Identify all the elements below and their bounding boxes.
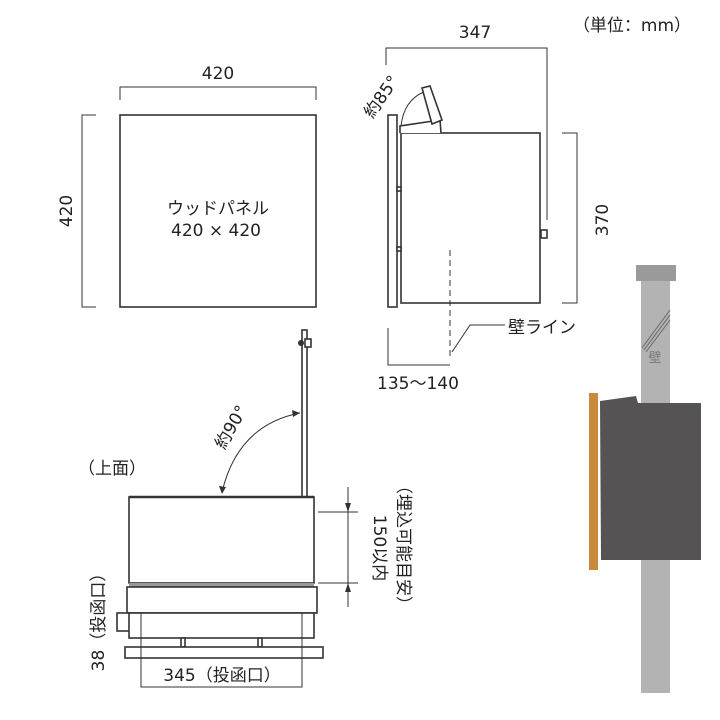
knob <box>298 340 304 346</box>
spacer <box>180 637 186 648</box>
side-panel <box>387 114 398 308</box>
mailbox-body <box>600 396 701 560</box>
wall-offset-dim: 135～140 <box>377 374 459 394</box>
unit-label: （単位：mm） <box>573 16 691 36</box>
embed-dim: 150以内 <box>369 515 389 581</box>
wood-panel-outline <box>119 114 317 308</box>
wood-panel <box>589 393 598 570</box>
height-dimension-line <box>562 132 578 304</box>
back-section <box>128 612 315 639</box>
installation-illustration: 壁 <box>589 265 701 693</box>
slot-width-box <box>140 613 303 688</box>
top-box-body <box>128 496 315 584</box>
spacer <box>257 637 263 648</box>
side-tab <box>116 612 131 632</box>
wall-label: 壁 <box>648 351 661 366</box>
top-view-title: （上面） <box>78 459 146 479</box>
embed-dimension-lines <box>318 487 358 607</box>
lid-arc <box>400 91 425 127</box>
top-view: （上面） 約90° 345（投函口） 38（投函口） 150以内 （埋込可能目安… <box>78 329 413 688</box>
door-angle-arc <box>221 412 301 493</box>
back-plate <box>124 646 324 659</box>
side-box-body <box>400 132 541 304</box>
knob <box>540 229 548 239</box>
side-height-dim: 370 <box>593 204 613 236</box>
slot-depth-dim: 38（投函口） <box>89 565 109 672</box>
front-height-dim: 420 <box>57 195 77 227</box>
front-view: 420 420 ウッドパネル 420 × 420 <box>57 64 317 308</box>
side-view: 347 約85° 370 壁ライン 135～140 <box>360 23 613 394</box>
height-dimension-line <box>81 114 96 308</box>
wall-offset-dimension-line <box>387 328 450 366</box>
knob <box>304 338 312 348</box>
door-angle: 約90° <box>211 402 252 453</box>
lid-base <box>399 119 442 134</box>
wall-line-leader <box>451 324 505 353</box>
panel-size: 420 × 420 <box>171 221 261 241</box>
bracket <box>396 186 402 192</box>
open-door <box>301 329 308 498</box>
bracket <box>396 246 402 252</box>
side-depth-dim: 347 <box>459 23 491 43</box>
wall-line-label: 壁ライン <box>508 318 576 338</box>
wall-cap <box>636 265 676 281</box>
embed-note: （埋込可能目安） <box>393 477 413 613</box>
depth-dimension-line <box>385 47 548 220</box>
wall-boundary-band <box>129 583 314 587</box>
open-lid <box>421 85 444 126</box>
slot-width-dim: 345（投函口） <box>163 666 280 686</box>
embedded-section <box>126 586 318 614</box>
width-dimension-line <box>119 86 317 100</box>
panel-name: ウッドパネル <box>167 199 269 219</box>
front-width-dim: 420 <box>202 64 234 84</box>
wall-hatch <box>641 309 671 353</box>
